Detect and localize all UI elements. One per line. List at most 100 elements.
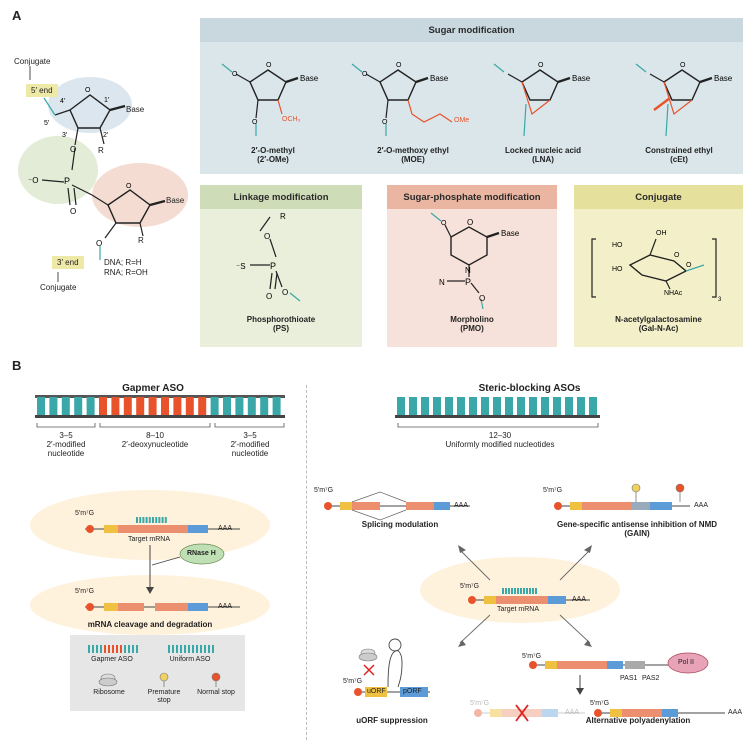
svg-text:O: O (85, 87, 91, 94)
aso-tooth (108, 645, 110, 653)
aso-tooth (204, 645, 206, 653)
galnac-structure: HO OH HO O O NHAc 3 (591, 230, 722, 303)
gapmer-comb (35, 395, 285, 398)
sugar-1-name: 2′-O-methyl(2′-OMe) (251, 146, 295, 165)
aso-tooth (185, 397, 194, 415)
panel-a-letter: A (12, 8, 22, 23)
svg-text:O: O (396, 62, 402, 69)
svg-text:O: O (264, 232, 270, 241)
sugar-3-name: Locked nucleic acid(LNA) (504, 146, 582, 165)
r-bottom-label: R (138, 236, 144, 245)
aso-tooth (124, 645, 126, 653)
aso-tooth (526, 588, 528, 594)
gapmer-result: mRNA cleavage and degradation (87, 620, 213, 629)
svg-text:O: O (70, 207, 76, 216)
svg-text:O: O (126, 183, 132, 190)
uorf-label: uORF suppression (356, 716, 428, 725)
aso-tooth (92, 645, 94, 653)
aso-tooth (184, 645, 186, 653)
sugar-4-name: Constrained ethyl(cEt) (645, 146, 713, 165)
aso-tooth (132, 645, 134, 653)
panel-b-letter: B (12, 358, 22, 373)
rnase-h-label: RNase H (187, 550, 216, 557)
aso-tooth (532, 588, 534, 594)
aso-tooth (158, 517, 161, 523)
aso-tooth (520, 588, 522, 594)
morpholino-structure: O O N P N O Base (430, 212, 520, 309)
aso-tooth (397, 397, 405, 415)
svg-text:O: O (282, 288, 288, 297)
aso-tooth (145, 517, 148, 523)
aso-tooth (148, 397, 157, 415)
sugar-phosphate-box: Sugar-phosphate modification O O N P N O… (387, 185, 557, 347)
legend-ribosome-label: Ribosome (93, 689, 125, 696)
galnac-ho-top: HO (612, 242, 623, 249)
splicing-label: Splicing modulation (361, 520, 439, 529)
aso-tooth (136, 645, 138, 653)
short-polya: AAA (728, 709, 743, 716)
svg-text:O: O (96, 239, 102, 248)
aso-tooth (196, 645, 198, 653)
aso-tooth (112, 645, 114, 653)
panel-divider (306, 385, 307, 740)
svg-text:O: O (686, 262, 692, 269)
steric-title: Steric-blocking ASOs (478, 383, 581, 394)
faded-cap: 5′m⁷G (470, 700, 490, 707)
backbone-structure: P O ⁻O O O O O 4′ 1′ 5′ 3′ 2′ (18, 66, 188, 282)
legend-normal-label: Normal stop (197, 689, 235, 696)
aso-tooth (565, 397, 573, 415)
sugar-modification-title: Sugar modification (428, 25, 515, 36)
aso-tooth (192, 645, 194, 653)
svg-text:O: O (252, 119, 258, 126)
pas2-label: PAS2 (642, 675, 660, 682)
base-top-label: Base (126, 105, 145, 114)
aso-tooth (212, 645, 214, 653)
aso-tooth (188, 645, 190, 653)
aso-tooth (161, 397, 169, 415)
uorf-cap: 5′m⁷G (343, 678, 363, 685)
aso-tooth (74, 397, 83, 415)
aso-tooth (260, 397, 269, 415)
aso-tooth (86, 397, 95, 415)
aso-tooth (37, 397, 45, 415)
aso-tooth (481, 397, 489, 415)
aso-tooth (523, 588, 525, 594)
aso-tooth (517, 397, 525, 415)
aso-tooth (445, 397, 453, 415)
aso-tooth (508, 588, 510, 594)
aso-tooth (272, 397, 281, 415)
legend-uniform-label: Uniform ASO (169, 656, 211, 663)
aso-tooth (589, 397, 597, 415)
svg-text:O: O (266, 62, 272, 69)
sugar-1-sub: OCH₃ (282, 116, 301, 123)
polyadenylation-label: Alternative polyadenylation (585, 716, 691, 725)
aso-tooth (128, 645, 130, 653)
aso-tooth (136, 397, 145, 415)
conjugate-header: Conjugate (574, 185, 743, 209)
aso-tooth (155, 517, 158, 523)
aso-tooth (517, 588, 519, 594)
gapmer-polya-2: AAA (218, 603, 233, 610)
aso-tooth (111, 397, 120, 415)
aso-tooth (99, 397, 107, 415)
pol-ii-label: Pol II (678, 659, 694, 666)
porf-box-label: pORF (403, 688, 422, 695)
panel-b-graphics (30, 395, 725, 722)
aso-tooth (142, 517, 145, 523)
uorf-box-label: uORF (367, 688, 386, 695)
gain-cap: 5′m⁷G (543, 487, 563, 494)
svg-text:P: P (64, 176, 70, 186)
central-polya: AAA (572, 596, 587, 603)
phosphorothioate-structure: R O P ⁻S O O (236, 212, 301, 302)
aso-tooth (433, 397, 441, 415)
aso-tooth (172, 645, 174, 653)
gapmer-title: Gapmer ASO (122, 383, 184, 394)
aso-tooth (168, 645, 170, 653)
aso-tooth (505, 397, 513, 415)
conjugate-top-label: Conjugate (14, 57, 51, 66)
aso-tooth (139, 517, 142, 523)
aso-tooth (96, 645, 98, 653)
aso-tooth (61, 397, 70, 415)
